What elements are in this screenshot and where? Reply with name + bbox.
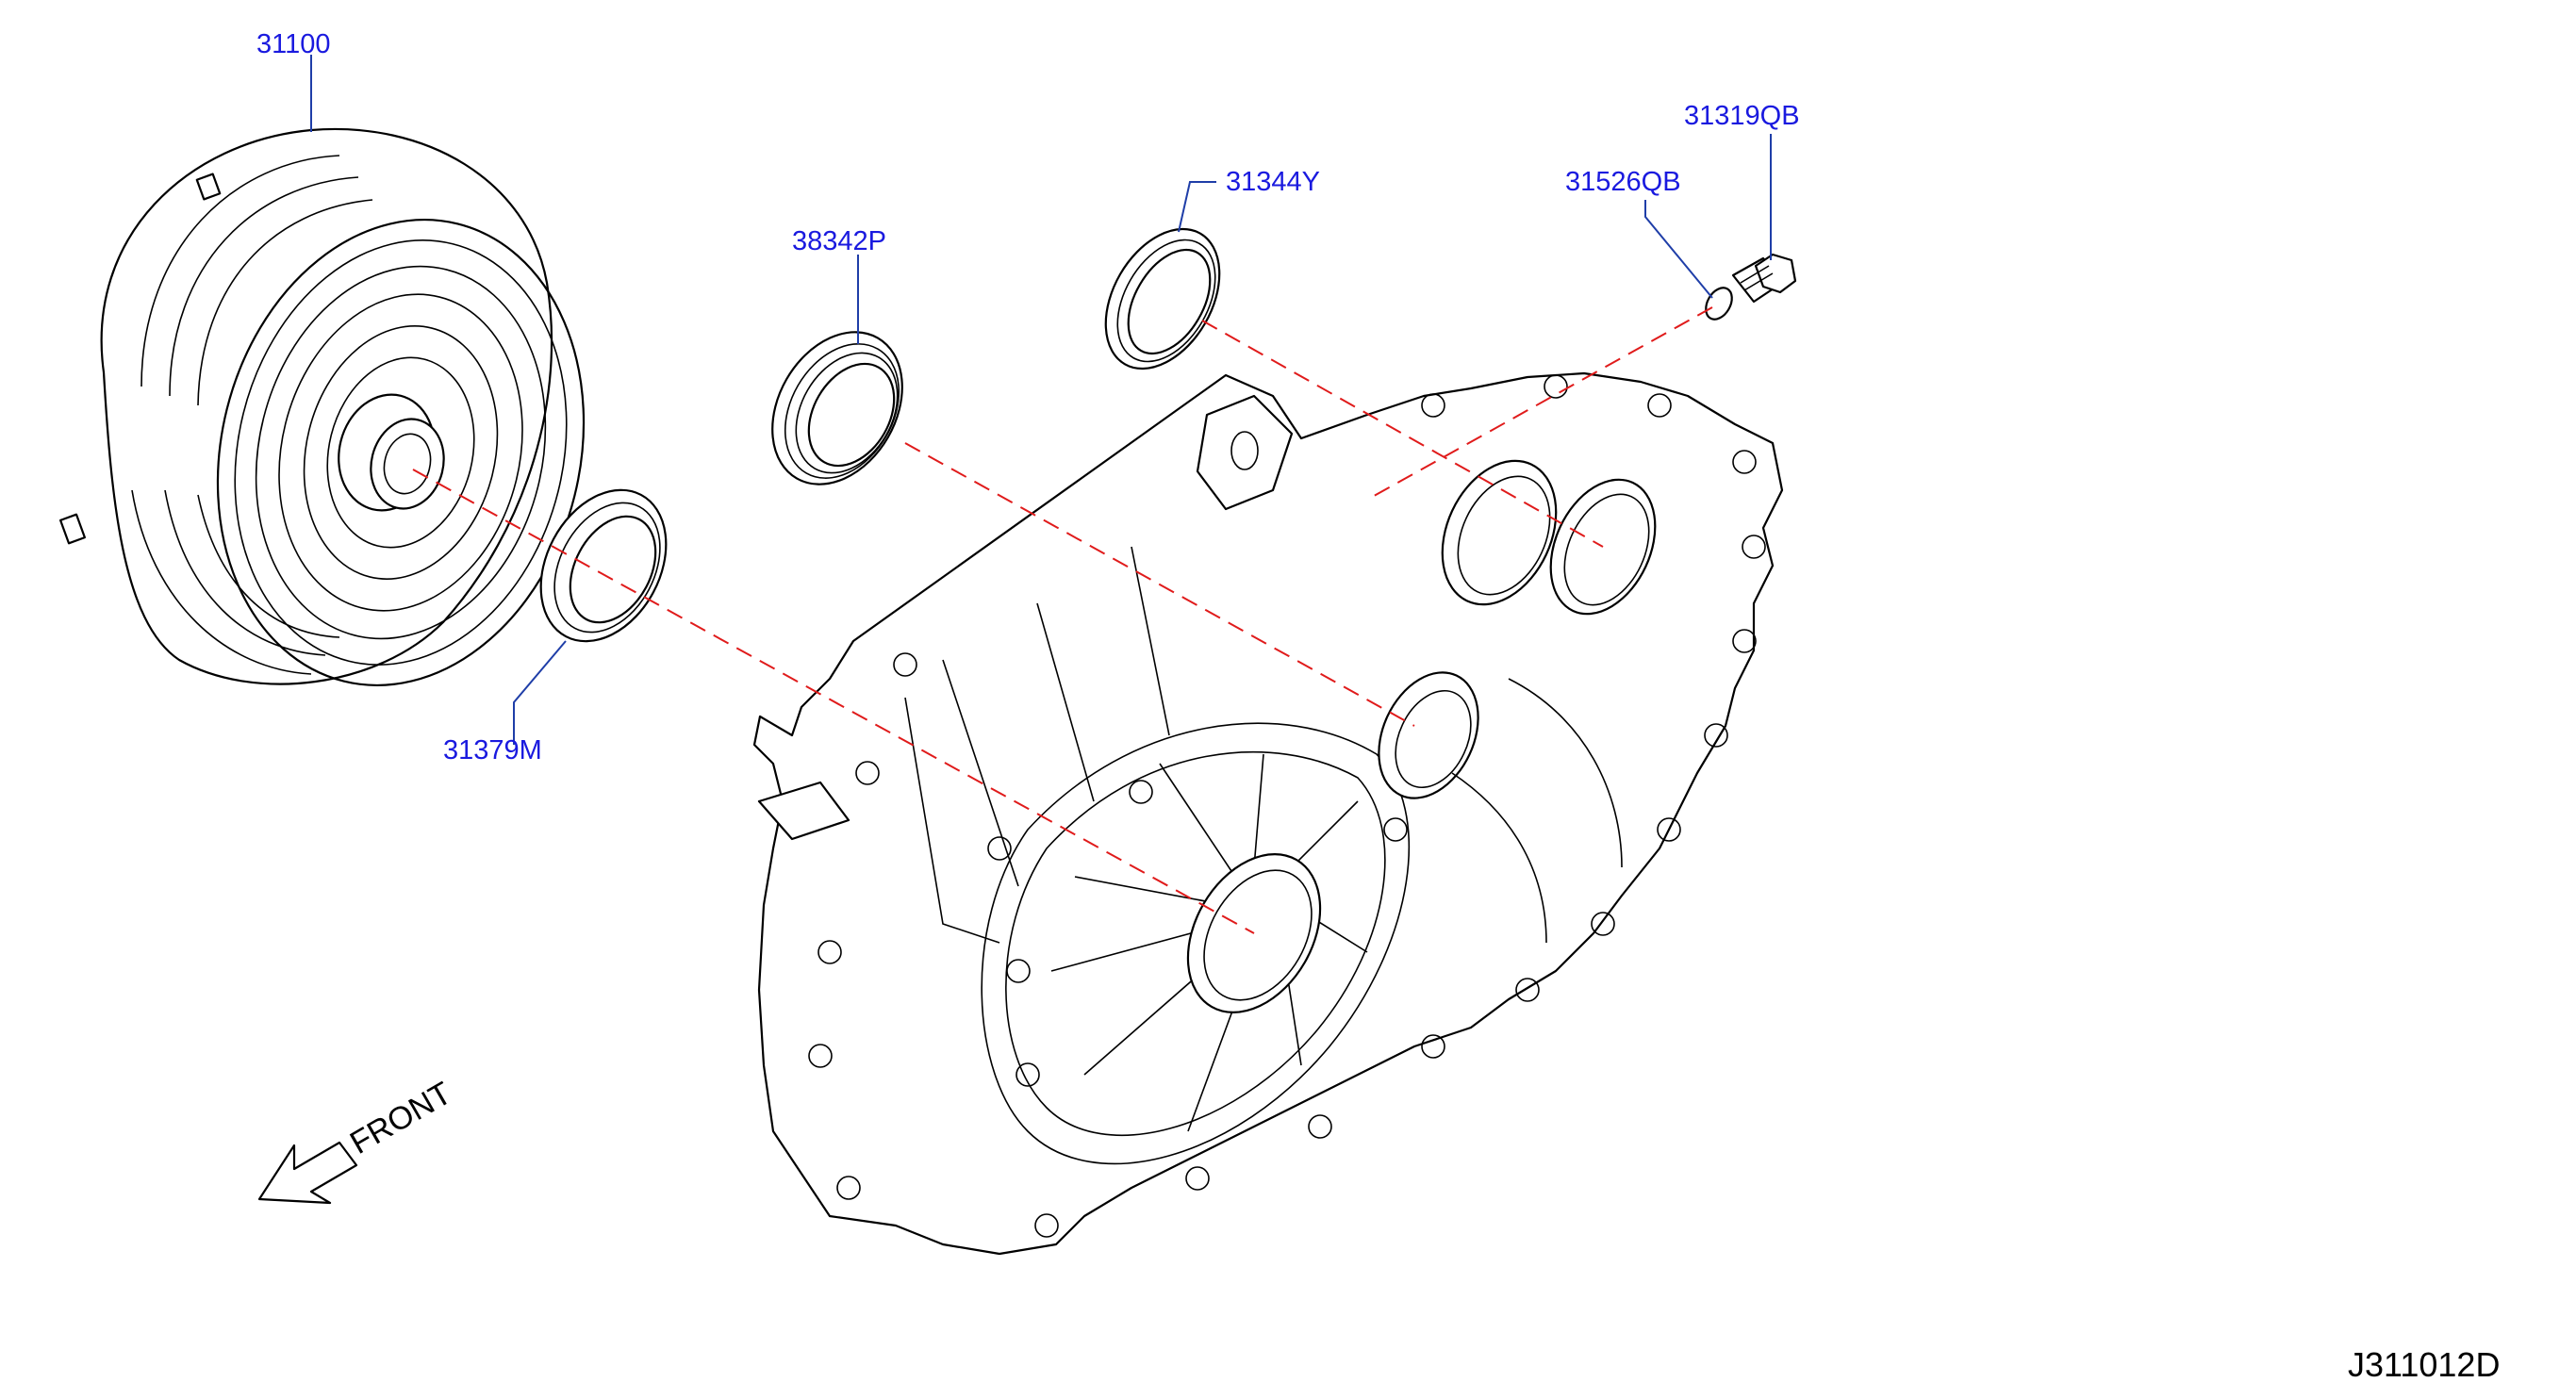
callout-31526qb: 31526QB bbox=[1565, 167, 1681, 197]
callout-31100: 31100 bbox=[256, 29, 331, 59]
assembly-lines bbox=[412, 306, 1713, 934]
dash-washer-to-case bbox=[1366, 306, 1713, 501]
drawing-code: J311012D bbox=[2348, 1345, 2500, 1384]
callout-31319qb: 31319QB bbox=[1684, 101, 1800, 131]
oil-seal-right[interactable] bbox=[1082, 209, 1243, 389]
callout-38342p: 38342P bbox=[792, 226, 886, 256]
dash-seal-right-to-case bbox=[1201, 320, 1604, 548]
torque-converter[interactable] bbox=[58, 127, 632, 725]
dash-seal-center-to-case bbox=[904, 442, 1415, 727]
oil-seal-center[interactable] bbox=[746, 309, 928, 508]
transmission-case[interactable] bbox=[752, 371, 1784, 1256]
callout-labels: 31100 31379M 38342P 31344Y 31526QB 31319… bbox=[256, 29, 1800, 765]
washer[interactable] bbox=[1701, 283, 1738, 323]
oil-seal-left[interactable] bbox=[516, 469, 691, 663]
callout-31344y: 31344Y bbox=[1226, 167, 1320, 197]
leader-lines bbox=[310, 55, 1772, 745]
dash-converter-to-bore bbox=[412, 469, 1255, 934]
drain-plug[interactable] bbox=[1731, 253, 1797, 304]
front-label: FRONT bbox=[344, 1075, 457, 1160]
front-indicator: FRONT bbox=[257, 1075, 457, 1205]
front-arrow-icon bbox=[257, 1141, 358, 1205]
callout-31379m: 31379M bbox=[443, 735, 542, 765]
